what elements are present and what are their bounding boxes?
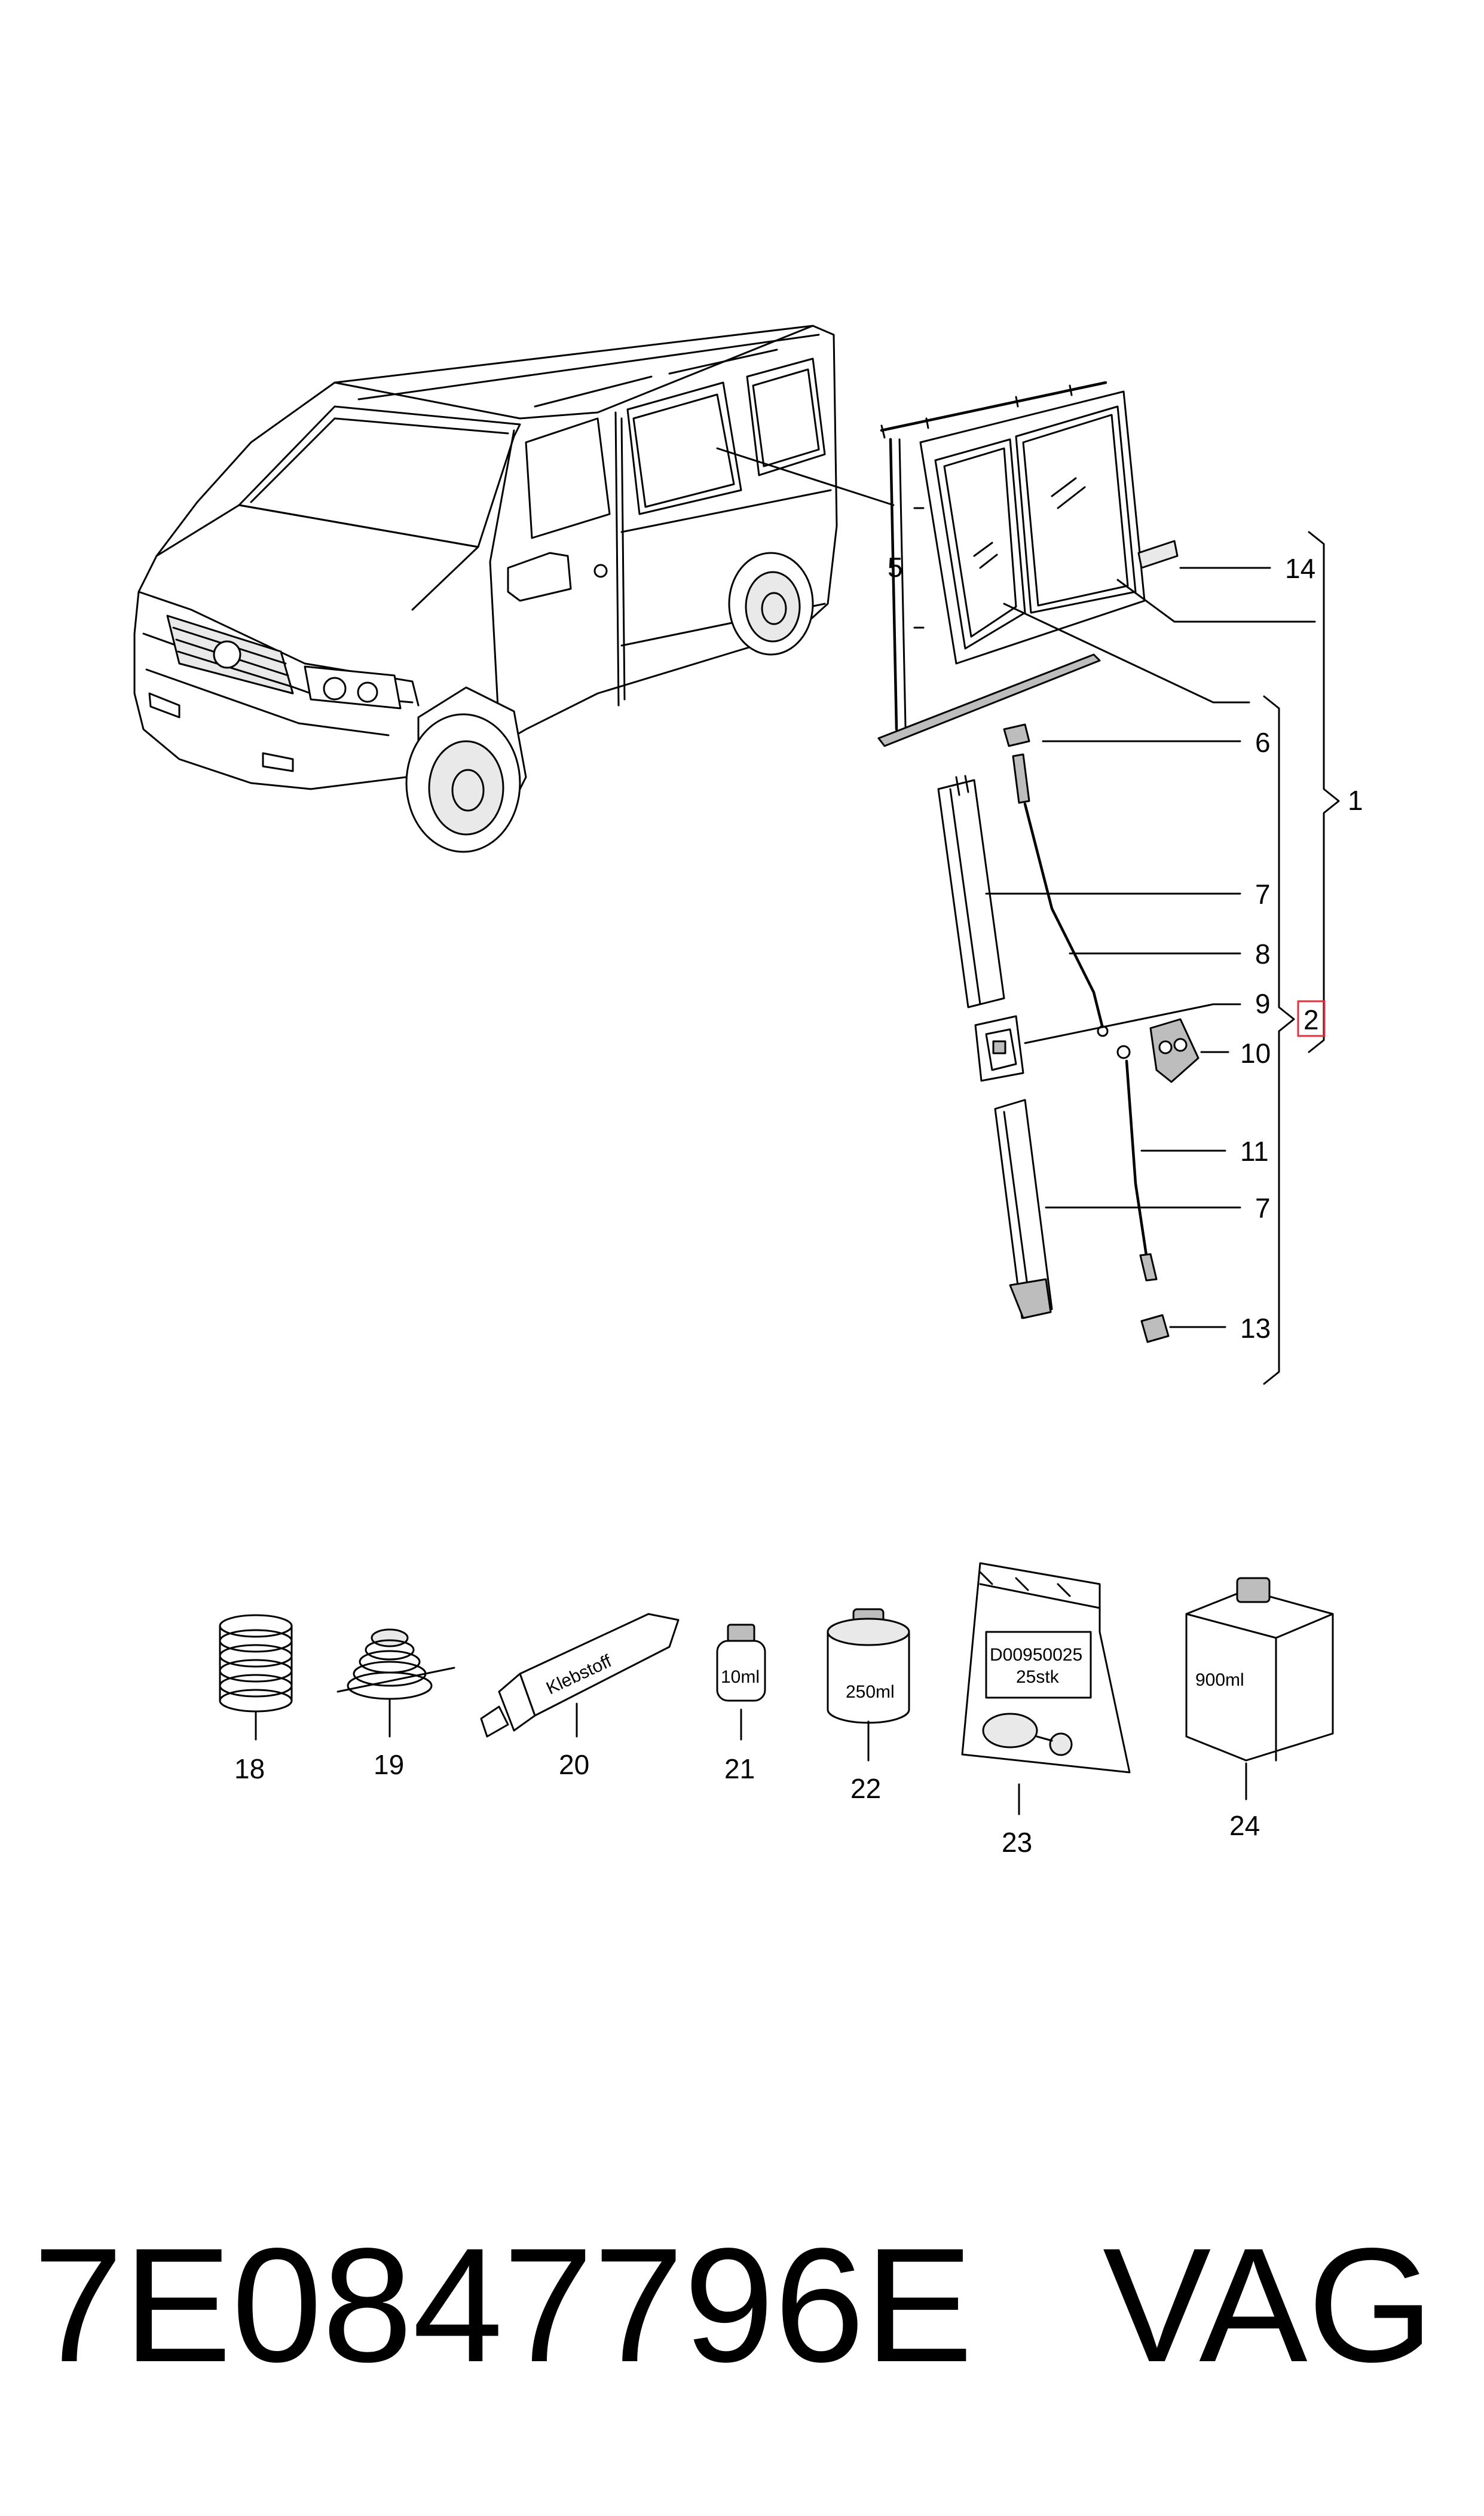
rail-upper	[937, 775, 1005, 1008]
canister-label: 900ml	[1195, 1670, 1244, 1690]
callout-13: 13	[1240, 1313, 1271, 1344]
seal-cone: 19	[336, 1628, 455, 1780]
callout-10: 10	[1240, 1038, 1271, 1069]
adhesive-tube: Klebstoff 20	[480, 1613, 680, 1780]
bag-qty: 25stk	[1016, 1667, 1060, 1687]
seal-coil: 18	[219, 1614, 293, 1784]
rail-lower	[994, 1099, 1053, 1319]
clip-13	[1140, 1314, 1170, 1343]
brand: VAG	[1103, 2214, 1434, 2396]
callout-11: 11	[1240, 1136, 1269, 1167]
bottle-label: 10ml	[721, 1667, 760, 1687]
callout-24: 24	[1229, 1810, 1260, 1841]
bracket	[1149, 1018, 1200, 1083]
callout-21: 21	[724, 1753, 755, 1784]
callout-14: 14	[1285, 553, 1315, 584]
can: 250ml 22	[827, 1608, 910, 1804]
callout-9: 9	[1255, 988, 1271, 1019]
part-number: 7E0847796E	[33, 2214, 973, 2396]
callout-labels: 1 2 5 6 7 8 9 10 11 7 13 14	[888, 552, 1363, 1344]
callout-6: 6	[1255, 727, 1271, 758]
callout-22: 22	[850, 1773, 881, 1804]
callout-18: 18	[234, 1753, 265, 1784]
callout-20: 20	[559, 1749, 589, 1780]
leader-lines	[716, 447, 1340, 1385]
cable-lower	[1116, 1045, 1158, 1282]
can-label: 250ml	[846, 1682, 895, 1702]
highlight-box	[1297, 1000, 1326, 1037]
bottle: 10ml 21	[716, 1624, 766, 1784]
parts-bag: D00950025 25stk 23	[961, 1562, 1131, 1858]
callout-5: 5	[888, 552, 903, 583]
sliding-window-assembly	[877, 381, 1179, 747]
latch	[974, 1015, 1024, 1082]
callout-23: 23	[1002, 1827, 1032, 1858]
callout-8: 8	[1255, 938, 1271, 970]
canister: 900ml 24	[1185, 1577, 1334, 1841]
bag-code: D00950025	[990, 1645, 1082, 1665]
callout-19: 19	[374, 1749, 404, 1780]
van-illustration	[133, 325, 838, 853]
callout-2: 2	[1304, 1004, 1319, 1035]
callout-1: 1	[1348, 785, 1363, 816]
callout-7b: 7	[1255, 1193, 1271, 1224]
cable-upper	[1012, 753, 1109, 1037]
callout-7a: 7	[1255, 879, 1271, 910]
